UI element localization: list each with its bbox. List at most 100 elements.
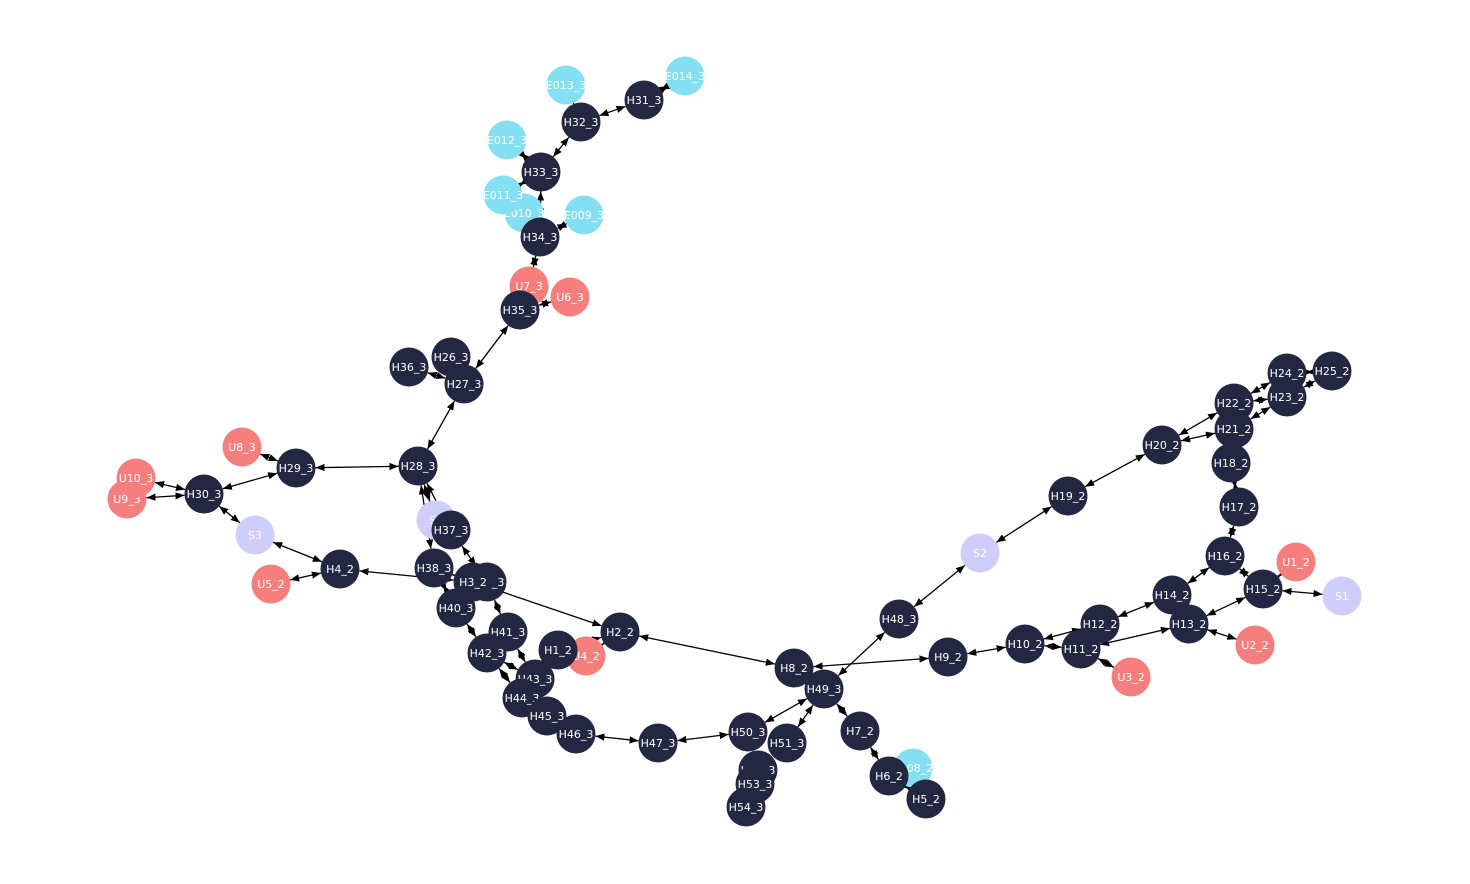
- node-E009_3[interactable]: E009_3: [564, 195, 604, 235]
- node-H47_3[interactable]: H47_3: [638, 723, 678, 763]
- node-E013_3[interactable]: E013_3: [546, 65, 586, 105]
- node-label-H27_3: H27_3: [447, 378, 482, 391]
- node-H19_2[interactable]: H19_2: [1048, 476, 1088, 516]
- node-H37_3[interactable]: H37_3: [431, 510, 471, 550]
- node-H20_2[interactable]: H20_2: [1142, 425, 1182, 465]
- node-U6_3[interactable]: U6_3: [550, 277, 590, 317]
- node-H42_3[interactable]: H42_3: [467, 633, 507, 673]
- node-label-S2: S2: [973, 547, 987, 560]
- node-circle-S3: [235, 515, 275, 555]
- node-U1_2[interactable]: U1_2: [1276, 542, 1316, 582]
- node-S1[interactable]: S1: [1322, 576, 1362, 616]
- node-H4_2[interactable]: H4_2: [320, 549, 360, 589]
- node-label-H16_2: H16_2: [1208, 550, 1243, 563]
- node-circle-E011_3: [483, 175, 523, 215]
- node-H32_3[interactable]: H32_3: [561, 102, 601, 142]
- node-H48_3[interactable]: H48_3: [879, 599, 919, 639]
- node-H10_2[interactable]: H10_2: [1005, 624, 1045, 664]
- node-label-H54_3: H54_3: [729, 801, 764, 814]
- node-label-H6_2: H6_2: [875, 770, 903, 783]
- node-label-H40_3: H40_3: [439, 602, 474, 615]
- node-H54_3[interactable]: H54_3: [726, 787, 766, 827]
- node-H12_2[interactable]: H12_2: [1080, 604, 1120, 644]
- node-circle-U2_2: [1235, 625, 1275, 665]
- node-U5_2[interactable]: U5_2: [251, 564, 291, 604]
- edge-H3_2-H38_3: [444, 568, 463, 582]
- node-label-H18_2: H18_2: [1214, 457, 1249, 470]
- node-H40_3[interactable]: H40_3: [436, 588, 476, 628]
- node-circle-H31_3: [624, 80, 664, 120]
- node-circle-H48_3: [879, 599, 919, 639]
- edge-H27_3-H36_3: [427, 371, 446, 380]
- node-H7_2[interactable]: H7_2: [840, 711, 880, 751]
- node-H16_2[interactable]: H16_2: [1205, 536, 1245, 576]
- node-H9_2[interactable]: H9_2: [928, 637, 968, 677]
- node-U3_2[interactable]: U3_2: [1111, 657, 1151, 697]
- node-H13_2[interactable]: H13_2: [1169, 604, 1209, 644]
- node-circle-H49_3: [804, 669, 844, 709]
- node-label-H42_3: H42_3: [470, 647, 505, 660]
- node-H8_2[interactable]: H8_2: [774, 648, 814, 688]
- node-circle-H33_3: [521, 152, 561, 192]
- node-H24_2[interactable]: H24_2: [1267, 353, 1307, 393]
- node-H34_3[interactable]: H34_3: [520, 217, 560, 257]
- node-circle-U10_3: [116, 458, 156, 498]
- node-label-H51_3: H51_3: [770, 737, 805, 750]
- edge-H23_2-H25_2: [1303, 379, 1316, 389]
- node-H50_3[interactable]: H50_3: [728, 712, 768, 752]
- node-E011_3[interactable]: E011_3: [483, 175, 523, 215]
- node-H17_2[interactable]: H17_2: [1219, 487, 1259, 527]
- node-label-H7_2: H7_2: [846, 725, 874, 738]
- node-H33_3[interactable]: H33_3: [521, 152, 561, 192]
- node-label-H41_3: H41_3: [491, 626, 526, 639]
- node-H5_2[interactable]: H5_2: [906, 779, 946, 819]
- node-label-H5_2: H5_2: [912, 793, 940, 806]
- edge-H31_3-E014_3: [658, 82, 671, 94]
- node-S2[interactable]: S2: [960, 533, 1000, 573]
- node-H25_2[interactable]: H25_2: [1312, 351, 1352, 391]
- node-label-H29_3: H29_3: [279, 462, 314, 475]
- edge-S2-H48_3: [913, 564, 966, 608]
- node-H31_3[interactable]: H31_3: [624, 80, 664, 120]
- node-U8_3[interactable]: U8_3: [222, 427, 262, 467]
- node-circle-H46_3: [556, 714, 596, 754]
- node-H22_2[interactable]: H22_2: [1214, 383, 1254, 423]
- node-label-H32_3: H32_3: [564, 116, 599, 129]
- node-H38_3[interactable]: H38_3: [414, 548, 454, 588]
- node-label-U10_3: U10_3: [119, 472, 154, 485]
- node-S3[interactable]: S3: [235, 515, 275, 555]
- node-H14_2[interactable]: H14_2: [1152, 575, 1192, 615]
- node-H30_3[interactable]: H30_3: [184, 474, 224, 514]
- node-H1_2[interactable]: H1_2: [538, 630, 578, 670]
- node-circle-H37_3: [431, 510, 471, 550]
- node-H15_2[interactable]: H15_2: [1243, 569, 1283, 609]
- node-H29_3[interactable]: H29_3: [276, 448, 316, 488]
- node-H49_3[interactable]: H49_3: [804, 669, 844, 709]
- node-U10_3[interactable]: U10_3: [116, 458, 156, 498]
- edge-H4_2-U5_2: [289, 571, 322, 582]
- edge-H9_2-H8_2: [813, 655, 929, 670]
- node-H28_3[interactable]: H28_3: [398, 446, 438, 486]
- node-E014_3[interactable]: E014_3: [665, 56, 705, 96]
- node-U2_2[interactable]: U2_2: [1235, 625, 1275, 665]
- node-circle-H28_3: [398, 446, 438, 486]
- node-H51_3[interactable]: H51_3: [767, 723, 807, 763]
- node-circle-U5_2: [251, 564, 291, 604]
- node-H27_3[interactable]: H27_3: [444, 364, 484, 404]
- edge-H49_3-H50_3: [764, 698, 808, 723]
- node-H35_3[interactable]: H35_3: [500, 290, 540, 330]
- node-E012_3[interactable]: E012_3: [487, 120, 527, 160]
- edge-H50_3-H47_3: [677, 731, 729, 744]
- node-H45_3[interactable]: H45_3: [527, 696, 567, 736]
- node-circle-H42_3: [467, 633, 507, 673]
- node-H6_2[interactable]: H6_2: [869, 756, 909, 796]
- node-label-H24_2: H24_2: [1270, 367, 1305, 380]
- node-H18_2[interactable]: H18_2: [1211, 443, 1251, 483]
- node-H2_2[interactable]: H2_2: [600, 612, 640, 652]
- node-H46_3[interactable]: H46_3: [556, 714, 596, 754]
- edge-H34_3-E009_3: [556, 220, 568, 232]
- node-label-H31_3: H31_3: [627, 94, 662, 107]
- node-label-H2_2: H2_2: [606, 626, 634, 639]
- edge-H22_2-H24_2: [1250, 382, 1271, 394]
- node-H36_3[interactable]: H36_3: [389, 347, 429, 387]
